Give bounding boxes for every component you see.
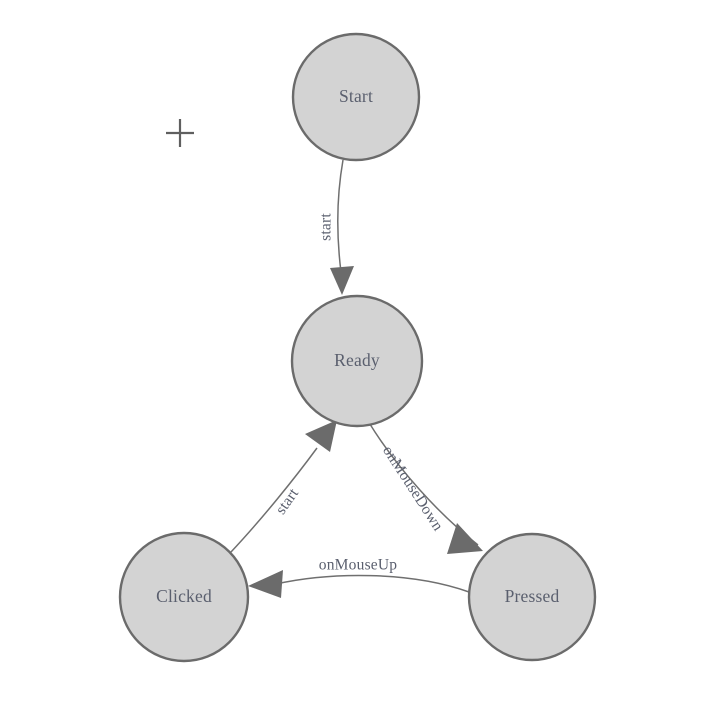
edge-start-to-ready-arrowhead	[330, 266, 354, 295]
node-clicked[interactable]: Clicked	[118, 531, 250, 663]
edge-ready-to-pressed-arrowhead	[447, 523, 483, 554]
edge-ready-to-pressed[interactable]: onMouseDown	[367, 420, 483, 554]
edge-clicked-to-ready[interactable]: start	[230, 420, 337, 553]
node-pressed[interactable]: Pressed	[467, 532, 597, 662]
crosshair-icon[interactable]	[166, 119, 194, 147]
edge-pressed-to-clicked-arrowhead	[248, 570, 283, 598]
edge-start-to-ready-label: start	[318, 213, 335, 241]
node-pressed-label: Pressed	[505, 586, 560, 606]
edge-ready-to-pressed-path	[367, 420, 479, 546]
edge-pressed-to-clicked[interactable]: onMouseUp	[248, 557, 470, 598]
edge-pressed-to-clicked-label: onMouseUp	[319, 557, 397, 574]
edge-clicked-to-ready-label: start	[272, 485, 302, 518]
edge-clicked-to-ready-path	[230, 447, 318, 553]
edge-start-to-ready[interactable]: start	[318, 159, 354, 295]
node-start-circle[interactable]	[291, 32, 421, 162]
node-ready-label: Ready	[334, 350, 380, 370]
edge-start-to-ready-path	[337, 159, 344, 273]
node-clicked-circle[interactable]	[118, 531, 250, 663]
node-clicked-label: Clicked	[156, 586, 212, 606]
edge-ready-to-pressed-label: onMouseDown	[379, 443, 447, 534]
node-ready-circle[interactable]	[290, 294, 424, 428]
node-start[interactable]: Start	[291, 32, 421, 162]
node-ready[interactable]: Ready	[290, 294, 424, 428]
node-pressed-circle[interactable]	[467, 532, 597, 662]
node-start-label: Start	[339, 86, 373, 106]
edge-pressed-to-clicked-path	[275, 574, 470, 593]
edge-clicked-to-ready-arrowhead	[305, 420, 337, 452]
